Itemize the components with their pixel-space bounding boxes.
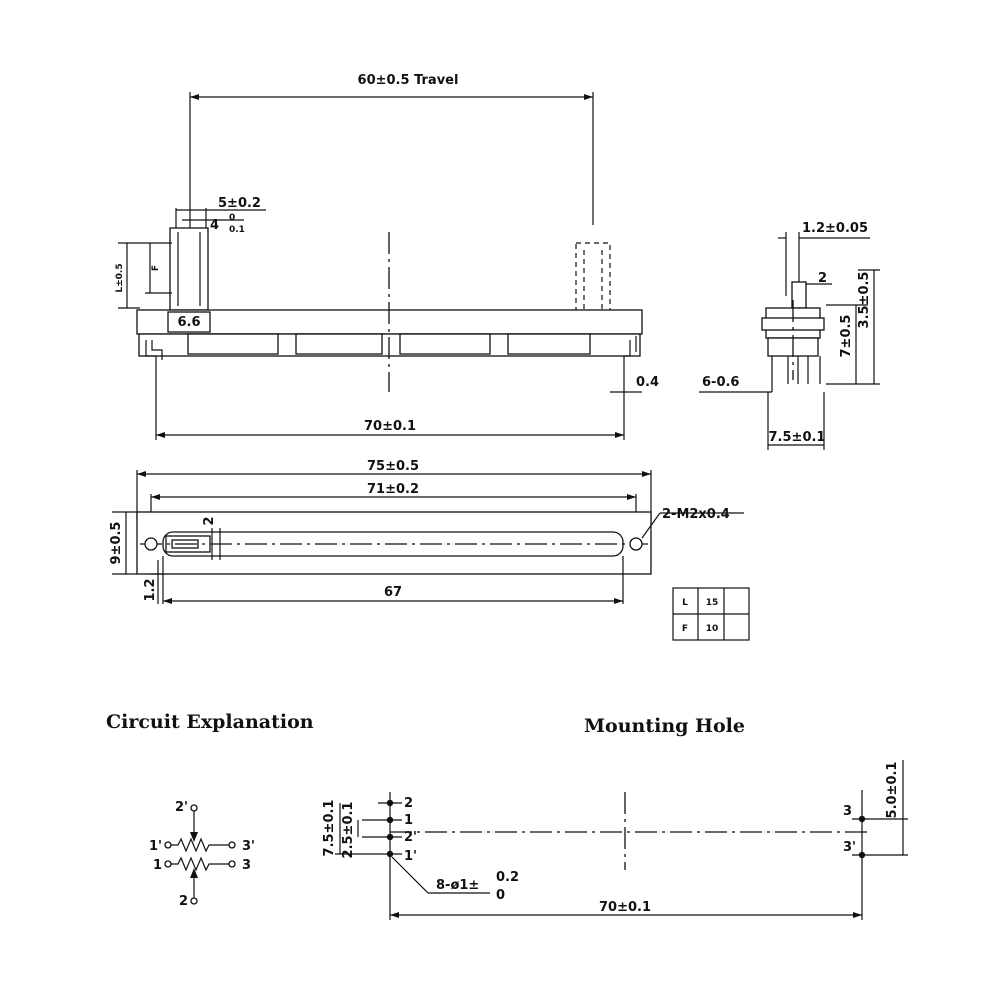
lever-base-dimension: 6.6 — [177, 315, 200, 330]
knob-inner-dimension: 4 — [210, 218, 219, 233]
right-pitch-dimension: 5.0±0.1 — [885, 762, 900, 819]
circuit-title: Circuit Explanation — [106, 711, 314, 733]
lever-f-label: F — [151, 265, 161, 271]
table-key-f: F — [682, 624, 688, 634]
knob-width-dimension: 5±0.2 — [218, 196, 261, 211]
hole-tol-lower: 0 — [496, 888, 505, 903]
lever-height-label: L±0.5 — [115, 263, 125, 292]
offset-dimension: 1.2 — [143, 578, 158, 601]
pin-label-1: 1 — [153, 858, 162, 873]
pitch-small-dimension: 2.5±0.1 — [341, 802, 356, 859]
table-value-f: 10 — [706, 624, 719, 634]
knob-inner-tol-lower: 0.1 — [229, 225, 245, 235]
hole-span-dimension: 71±0.2 — [367, 482, 419, 497]
travel-dimension: 60±0.5 Travel — [358, 73, 459, 88]
mount-pin-1-prime: 1' — [404, 849, 417, 864]
slot-length-dimension: 67 — [384, 585, 402, 600]
overall-length-dimension: 70±0.1 — [364, 419, 416, 434]
knob-gap-dimension: 2 — [818, 271, 827, 286]
knob-inner-tol-upper: 0 — [229, 213, 235, 223]
knob-thickness-dimension: 1.2±0.05 — [802, 221, 868, 236]
mount-pin-3-prime: 3' — [843, 840, 856, 855]
mount-overall-dimension: 70±0.1 — [599, 900, 651, 915]
slot-width-dimension: 2 — [202, 516, 217, 525]
top-view: 75±0.5 71±0.2 2-M2x0.4 2 9±0.5 1.2 67 — [109, 459, 744, 604]
pin-label-3-prime: 3' — [242, 839, 255, 854]
pin-label-3: 3 — [242, 858, 251, 873]
mount-pin-1: 1 — [404, 813, 413, 828]
screw-hole-dimension: 2-M2x0.4 — [662, 507, 730, 522]
pin-pitch-dimension: 7.5±0.1 — [769, 430, 826, 445]
top-height-dimension: 3.5±0.5 — [857, 272, 872, 329]
hole-tol-upper: 0.2 — [496, 870, 519, 885]
pin-count-dimension: 6-0.6 — [702, 375, 739, 390]
front-view: 60±0.5 Travel 5±0.2 4 0 0.1 L±0.5 F — [115, 73, 659, 440]
mount-pin-3: 3 — [843, 804, 852, 819]
width-dimension: 9±0.5 — [109, 522, 124, 565]
mount-pin-2-prime: 2' — [404, 830, 417, 845]
pin-label-1-prime: 1' — [149, 839, 162, 854]
table-key-l: L — [682, 598, 688, 608]
pin-label-2: 2 — [179, 894, 188, 909]
body-height-dimension: 7±0.5 — [839, 315, 854, 358]
side-view: 1.2±0.05 2 6-0.6 3.5±0.5 7±0.5 7.5±0.1 — [699, 221, 880, 450]
outer-length-dimension: 75±0.5 — [367, 459, 419, 474]
lever-table: L 15 F 10 — [672, 587, 750, 641]
pitch-large-dimension: 7.5±0.1 — [322, 800, 337, 857]
hole-spec-dimension: 8-ø1± — [436, 878, 479, 893]
mount-pin-2: 2 — [404, 796, 413, 811]
pin-width-dimension: 0.4 — [636, 375, 659, 390]
mounting-title: Mounting Hole — [584, 715, 745, 737]
mounting-hole: Mounting Hole 2 1 2' 1' 7.5±0.1 2.5±0.1 … — [322, 715, 908, 920]
pin-label-2-prime: 2' — [175, 800, 188, 815]
table-value-l: 15 — [706, 598, 719, 608]
circuit-explanation: Circuit Explanation 2' 1' 3' 1 3 2 — [106, 711, 314, 909]
